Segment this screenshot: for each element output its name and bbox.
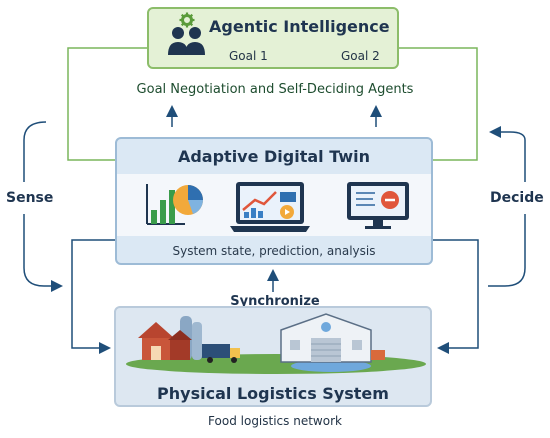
people-icon bbox=[168, 27, 205, 55]
decide-bracket bbox=[433, 239, 479, 354]
sense-loop-arrow bbox=[23, 121, 47, 182]
farm-icon bbox=[138, 316, 202, 360]
sense-loop-arrow-lower bbox=[23, 214, 63, 292]
monitor-alert-icon bbox=[347, 182, 409, 229]
food-logistics-label: Food logistics network bbox=[208, 414, 342, 428]
decide-loop-arrow-upper bbox=[489, 126, 526, 182]
sense-bracket bbox=[71, 239, 115, 354]
warehouse-icon bbox=[280, 313, 372, 363]
twin-caption: System state, prediction, analysis bbox=[172, 244, 376, 258]
goal-1-label: Goal 1 bbox=[229, 49, 268, 63]
green-line-left bbox=[67, 47, 147, 161]
gear-icon bbox=[179, 12, 195, 28]
sense-label: Sense bbox=[6, 190, 54, 206]
physical-title: Physical Logistics System bbox=[157, 384, 389, 403]
green-line-right bbox=[399, 47, 478, 161]
logistics-scene bbox=[126, 313, 426, 374]
truck-icon bbox=[202, 344, 240, 363]
physical-logistics-box: Physical Logistics System bbox=[114, 306, 432, 407]
laptop-dashboard-icon bbox=[230, 182, 310, 232]
twin-icon-strip bbox=[117, 174, 431, 236]
agentic-intelligence-box: Agentic Intelligence Goal 1 Goal 2 bbox=[147, 7, 399, 69]
digital-twin-box: Adaptive Digital Twin bbox=[115, 137, 433, 265]
twin-title: Adaptive Digital Twin bbox=[177, 147, 371, 166]
bar-pie-chart-icon bbox=[146, 184, 203, 225]
goal-2-label: Goal 2 bbox=[341, 49, 380, 63]
decide-label: Decide bbox=[490, 190, 544, 206]
agentic-title: Agentic Intelligence bbox=[209, 17, 390, 36]
decide-loop-arrow-lower bbox=[488, 214, 526, 287]
synchronize-label: Synchronize bbox=[230, 294, 320, 309]
goal-negotiation-label: Goal Negotiation and Self-Deciding Agent… bbox=[136, 82, 414, 97]
